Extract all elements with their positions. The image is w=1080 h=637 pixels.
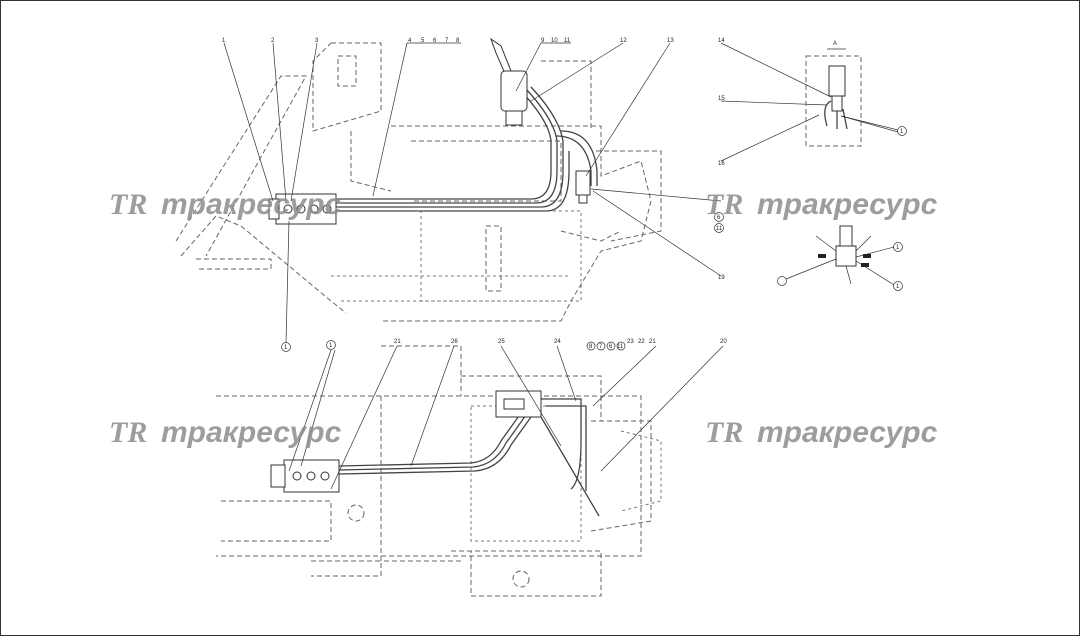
watermark-logo: TR: [705, 416, 743, 449]
callout-3: 3: [315, 38, 319, 44]
callout-14: 14: [718, 38, 725, 44]
detail-a-callout-1: 1: [900, 129, 904, 135]
callout-circle: [281, 342, 291, 352]
bottom-callout-20: 20: [720, 339, 727, 345]
callout-15: 15: [718, 96, 725, 102]
circled-bottom-6: 6: [609, 344, 613, 350]
watermark-logo: TR: [705, 188, 743, 221]
watermark-bottom-right: TR тракресурс: [705, 416, 938, 449]
circled-bottom-7: 7: [599, 344, 603, 350]
top-leaders: [223, 42, 832, 344]
watermark-text: тракресурс: [161, 188, 342, 221]
bottom-leaders: [288, 345, 724, 490]
watermark-top-left: TR тракресурс: [109, 188, 342, 221]
watermark-bottom-left: TR тракресурс: [109, 416, 342, 449]
callout-4: 4: [408, 38, 412, 44]
bottom-callout-21: 21: [394, 339, 401, 345]
watermark-text: тракресурс: [757, 188, 938, 221]
detail-view-b: 6 11 1 1: [714, 212, 903, 291]
bottom-callouts: 1 21 26 25 24 8 7 6 11 23 22 21 20: [326, 339, 727, 351]
top-callouts: 1 2 3 4 5 6 7 8 9 10 11 12 13 14 15 16 1…: [222, 38, 837, 352]
detail-b-callout-1b: 1: [896, 284, 900, 290]
callout-2: 2: [271, 38, 275, 44]
callout-5: 5: [421, 38, 425, 44]
circled-bottom-8: 8: [589, 344, 593, 350]
watermark-logo: TR: [109, 188, 147, 221]
view-label-a: A: [833, 41, 837, 47]
callout-19: 19: [718, 275, 725, 281]
bottom-callout-22: 22: [638, 339, 645, 345]
bottom-callout-26: 26: [451, 339, 458, 345]
callout-12: 12: [620, 38, 627, 44]
bottom-callout-23: 23: [627, 339, 634, 345]
callout-13: 13: [667, 38, 674, 44]
watermark-text: тракресурс: [161, 416, 342, 449]
circled-right-6: 6: [717, 215, 721, 221]
callout-10: 10: [551, 38, 558, 44]
callout-11: 11: [564, 38, 571, 44]
bottom-view: [216, 345, 662, 597]
callout-9: 9: [541, 38, 545, 44]
callout-6: 6: [433, 38, 437, 44]
circled-bottom-11: 11: [617, 344, 624, 350]
watermark-top-right: TR тракресурс: [705, 188, 938, 221]
callout-circle-1a: 1: [284, 345, 288, 351]
callout-7: 7: [445, 38, 449, 44]
detail-view-a: 1: [805, 48, 907, 147]
watermark-logo: TR: [109, 416, 147, 449]
circled-right-11: 11: [716, 226, 723, 232]
callout-8: 8: [456, 38, 460, 44]
bottom-callout-21b: 21: [649, 339, 656, 345]
top-view: [175, 37, 662, 322]
bottom-callout-1a: 1: [329, 343, 333, 349]
watermark-text: тракресурс: [757, 416, 938, 449]
bottom-callout-24: 24: [554, 339, 561, 345]
callout-1: 1: [222, 38, 226, 44]
bottom-callout-25: 25: [498, 339, 505, 345]
detail-b-callout-1a: 1: [896, 245, 900, 251]
callout-16: 16: [718, 161, 725, 167]
